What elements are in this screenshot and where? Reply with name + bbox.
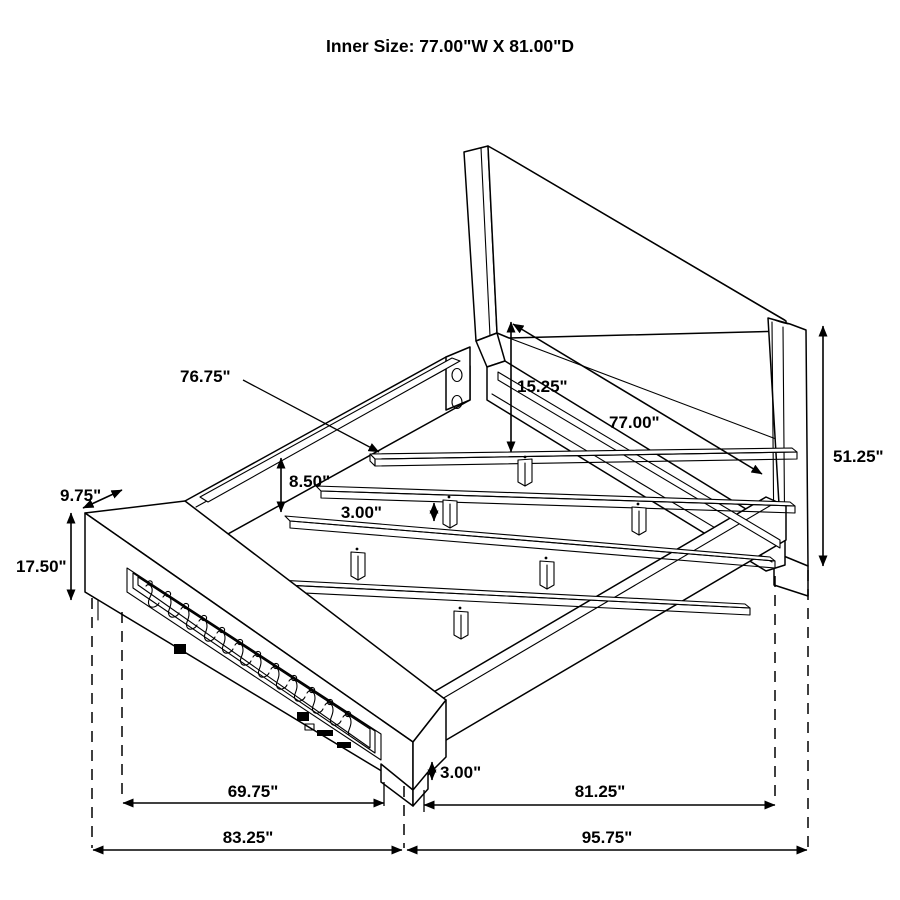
dimension-81-25-label: 81.25" (575, 782, 626, 801)
dimension-77-00: 77.00" (512, 323, 763, 475)
page-title: Inner Size: 77.00"W X 81.00"D (326, 36, 574, 56)
dimension-95-75-label: 95.75" (582, 828, 633, 847)
dimension-76-75-label: 76.75" (180, 367, 231, 386)
dimension-83-25: 83.25" (92, 828, 403, 855)
slat-2-face (320, 490, 796, 514)
long-rail-near-edge (429, 503, 774, 707)
dimension-8-50: 8.50" (276, 457, 330, 513)
slat-2 (315, 485, 796, 536)
slat-3 (284, 515, 776, 590)
dimension-77-00-line (512, 323, 763, 475)
slat-1-peg-dot (523, 455, 527, 459)
dimension-3-00-footboard-label: 3.00" (440, 763, 481, 782)
dimension-9-75-line (82, 489, 123, 509)
headboard-post-right-cap (767, 317, 791, 325)
slat-3-face (289, 520, 776, 569)
dimension-51-25-label: 51.25" (833, 447, 884, 466)
footboard-leg-side (412, 771, 429, 807)
slat-4-peg-dot (458, 606, 462, 610)
dimension-69-75: 69.75" (122, 782, 385, 808)
footboard-top-edge (84, 512, 414, 743)
dimension-3-00-slat-label: 3.00" (341, 503, 382, 522)
headboard-bracket (445, 346, 471, 411)
footboard-panel-inner-frame (132, 572, 376, 754)
bracket-hole-upper (451, 367, 463, 383)
footboard-assembly (84, 500, 447, 807)
dimension-3-00-footboard: 3.00" (427, 761, 481, 782)
headboard-post-left-edge (480, 147, 491, 337)
dimension-15-25-label: 15.25" (517, 377, 568, 396)
footboard-decorative-pattern (145, 580, 352, 748)
ledger-rail-left (199, 357, 461, 503)
dimension-3-00-slat: 3.00" (341, 502, 439, 522)
slat-1 (369, 447, 798, 487)
dimension-95-75: 95.75" (406, 828, 808, 855)
dimension-9-75: 9.75" (60, 486, 123, 509)
dimension-77-00-label: 77.00" (609, 413, 660, 432)
dimension-76-75-leader (242, 379, 380, 453)
headboard-panel (487, 145, 787, 339)
dimension-83-25-label: 83.25" (223, 828, 274, 847)
slat-3-peg-dot-2 (544, 556, 548, 560)
slat-3-peg-dot (355, 547, 359, 551)
footboard-end-face (412, 699, 447, 791)
headboard-assembly (463, 145, 809, 597)
bracket-hole-lower (451, 394, 463, 410)
footboard-left-step (84, 591, 99, 621)
dimension-81-25: 81.25" (423, 782, 776, 810)
dimension-51-25: 51.25" (818, 325, 884, 567)
dimension-17-50-label: 17.50" (16, 557, 67, 576)
dimension-76-75: 76.75" (180, 367, 380, 453)
dimension-8-50-label: 8.50" (289, 472, 330, 491)
dimension-69-75-label: 69.75" (228, 782, 279, 801)
headboard-panel-top-edge (503, 154, 786, 321)
dimension-9-75-label: 9.75" (60, 486, 101, 505)
slat-2-peg-dot-2 (636, 502, 640, 506)
slat-2-peg-dot (447, 495, 451, 499)
dimension-17-50: 17.50" (16, 512, 76, 601)
